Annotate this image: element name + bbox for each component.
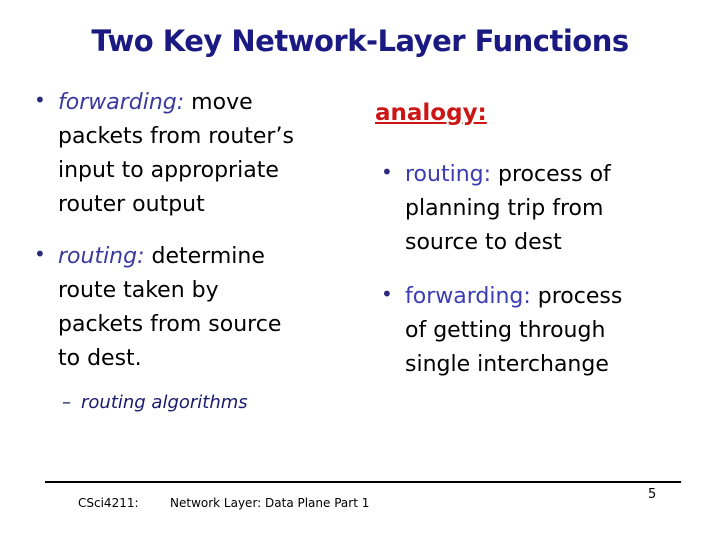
keyword-forwarding: forwarding: [58,90,185,115]
analogy-heading: analogy: [375,100,487,126]
footer-deck-title: Network Layer: Data Plane Part 1 [170,496,370,510]
sub-bullet-routing-algorithms: –routing algorithms [62,392,248,413]
bullet-dot-icon: • [34,88,46,112]
page-number: 5 [648,487,657,502]
keyword-routing: routing: [405,162,492,187]
right-bullet-forwarding: • forwarding:process of getting through s… [377,280,645,382]
bullet-text: determine route taken by packets from so… [58,244,282,371]
sub-bullet-text: routing algorithms [81,392,248,413]
slide-title: Two Key Network-Layer Functions [91,24,629,58]
bullet-text: process of planning trip from source to … [405,162,611,255]
footer-divider [45,481,681,483]
keyword-routing: routing: [58,244,145,269]
bullet-dot-icon: • [34,242,46,266]
right-bullet-routing: • routing:process of planning trip from s… [377,158,645,260]
footer-course-label: CSci4211: [78,496,139,510]
left-bullet-forwarding: • forwarding:move packets from router’s i… [30,86,302,222]
bullet-dot-icon: • [381,160,393,184]
bullet-text: process of getting through single interc… [405,284,623,377]
bullet-text: move packets from router’s input to appr… [58,90,294,217]
left-bullet-routing: • routing:determine route taken by packet… [30,240,302,376]
bullet-dot-icon: • [381,282,393,306]
dash-marker: – [62,392,71,413]
keyword-forwarding: forwarding: [405,284,531,309]
